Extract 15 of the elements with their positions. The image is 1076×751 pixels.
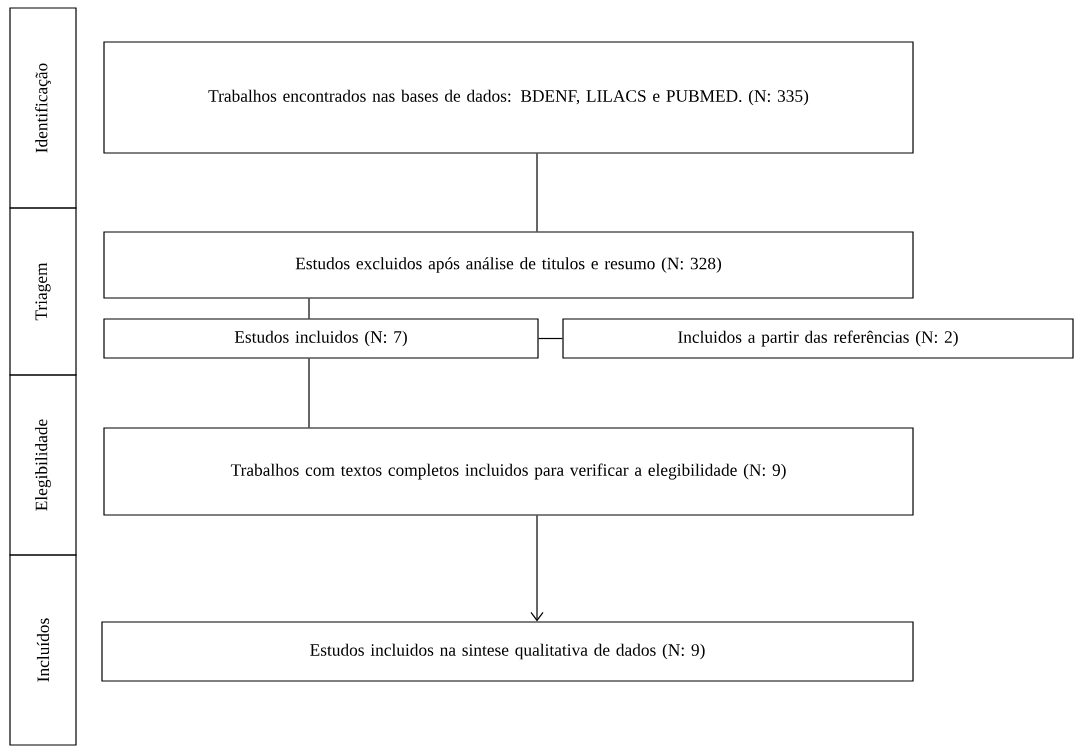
- stage-band: Elegibilidade: [9, 374, 77, 556]
- process-box: Estudos incluidos na sintese qualitativa de dados (N: 9): [101, 621, 914, 682]
- stage-band: Identificação: [9, 7, 77, 209]
- connector-line: [308, 358, 310, 428]
- connector-line: [308, 298, 310, 319]
- connector-line: [536, 153, 538, 232]
- connector-line: [538, 337, 563, 340]
- process-box: Estudos excluidos após análise de titulos e resumo (N: 328): [103, 231, 914, 299]
- arrow: [530, 515, 544, 622]
- process-box: Trabalhos encontrados nas bases de dados: BDENF, LILACS e PUBMED. (N: 335): [103, 41, 914, 154]
- process-box: Incluidos a partir das referências (N: 2): [562, 318, 1074, 359]
- process-box: Trabalhos com textos completos incluidos para verificar a elegibilidade (N: 9): [103, 427, 914, 516]
- stage-band: Incluídos: [9, 554, 77, 746]
- stage-band: Triagem: [9, 207, 77, 376]
- process-box: Estudos incluidos (N: 7): [103, 318, 539, 359]
